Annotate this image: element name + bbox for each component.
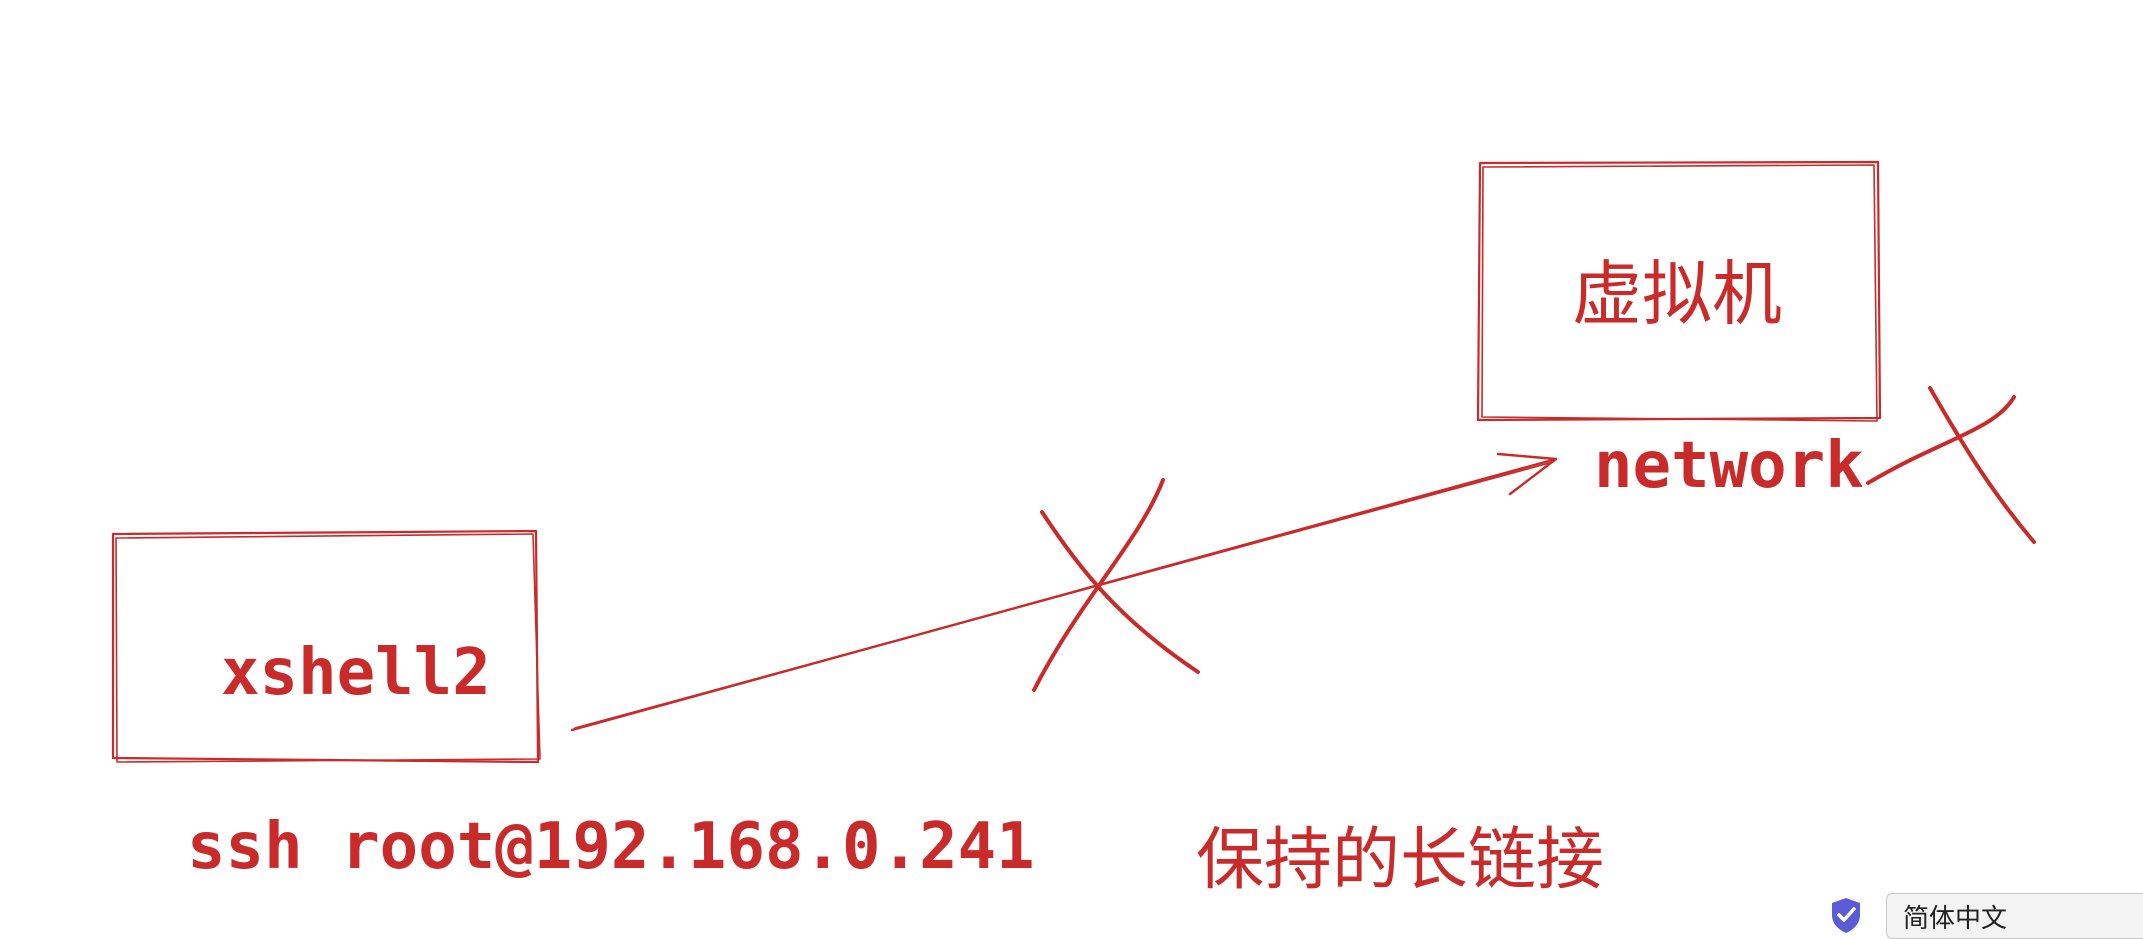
ime-language-indicator[interactable]: 简体中文: [1886, 893, 2143, 939]
long-connection-label: 保持的长链接: [1196, 821, 1604, 900]
vm-label: 虚拟机: [1572, 253, 1782, 335]
vm-box[interactable]: [1476, 160, 1882, 422]
shield-check-icon[interactable]: [1826, 895, 1866, 935]
xshell-box[interactable]: [111, 529, 541, 764]
network-label: network: [1594, 429, 1864, 503]
connection-arrow: [570, 452, 1558, 732]
cross-mark-connection: [1032, 478, 1200, 692]
ssh-command-label: ssh root@192.168.0.241: [187, 810, 1035, 884]
xshell-label: xshell2: [221, 636, 491, 710]
cross-mark-network: [1866, 386, 2036, 544]
